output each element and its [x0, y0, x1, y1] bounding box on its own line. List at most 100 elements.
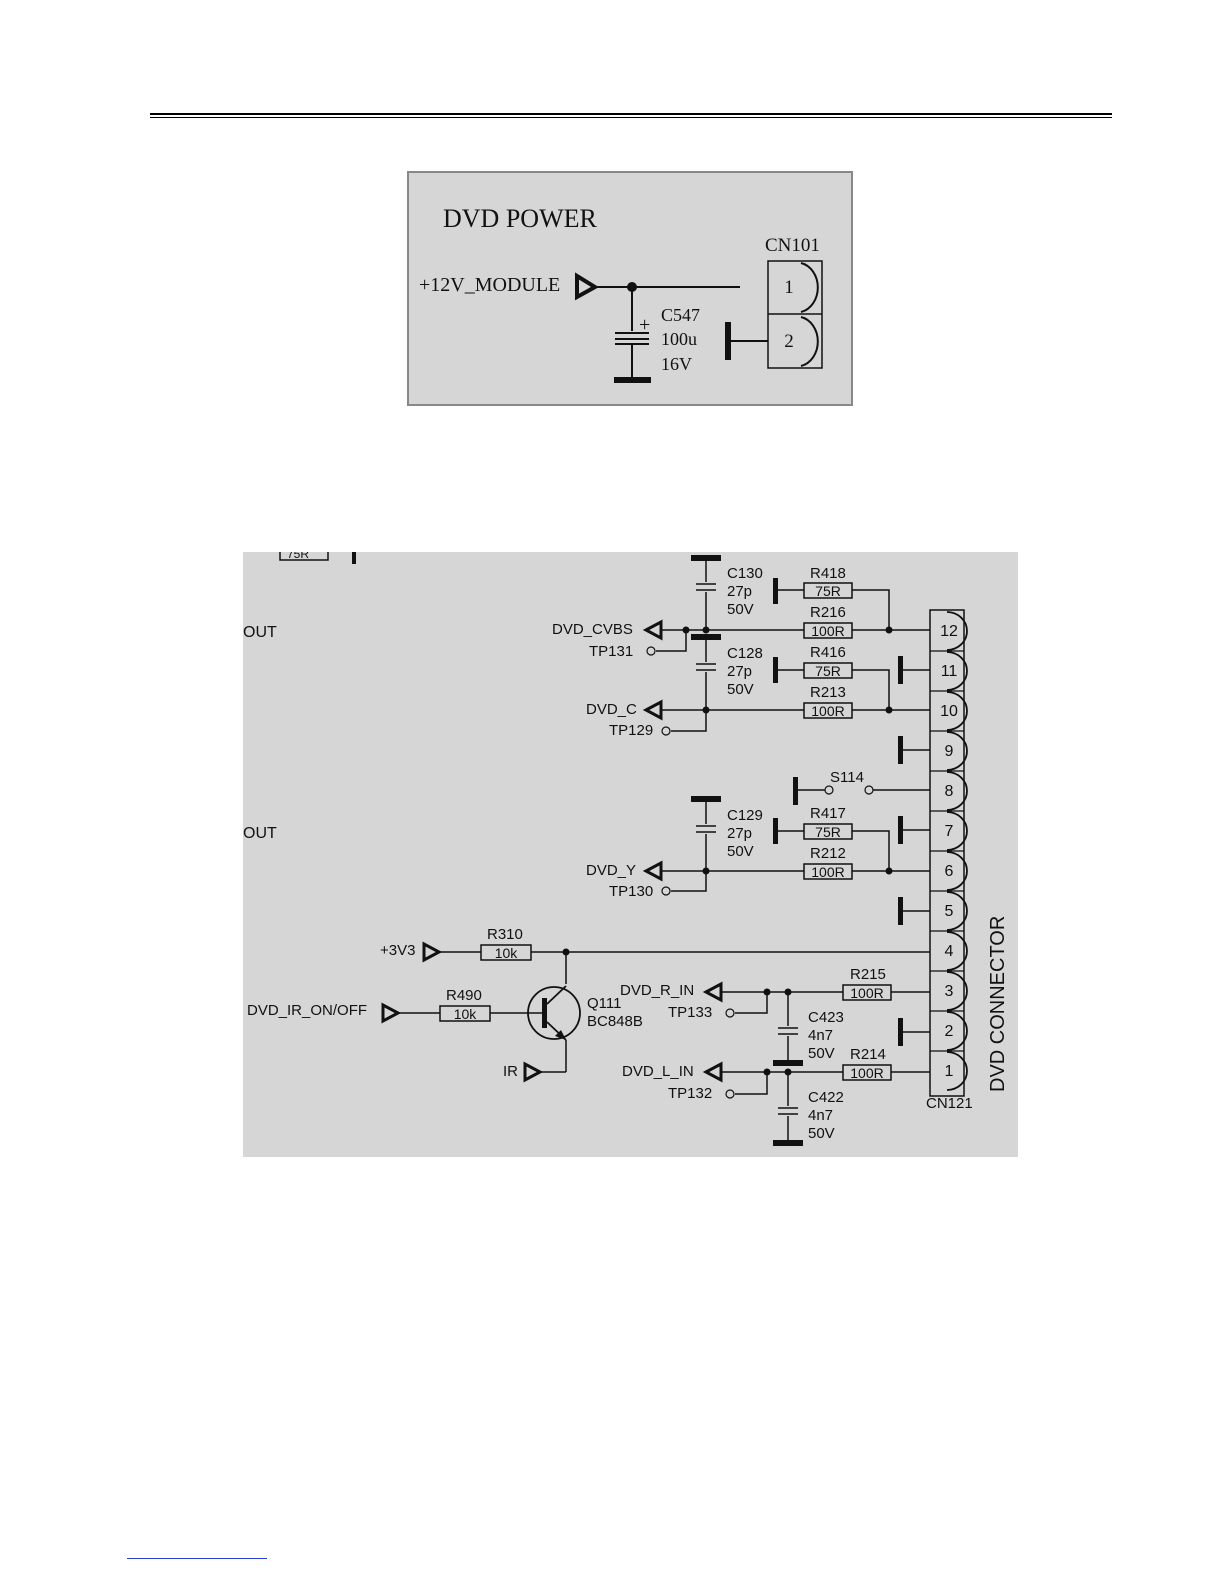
c129-ref: C129	[727, 807, 763, 824]
pin-arc	[946, 811, 968, 851]
c130-ref: C130	[727, 565, 763, 582]
c128-value: 27p	[727, 663, 752, 680]
partial-resistor-value: 75R	[287, 552, 309, 561]
r216-value: 100R	[811, 623, 844, 639]
ground-bar-icon	[898, 897, 903, 925]
cn121-pin-11: 11	[941, 663, 958, 680]
ir-label: IR	[503, 1063, 518, 1080]
tp132-label: TP132	[668, 1085, 712, 1102]
cap-voltage: 16V	[661, 354, 692, 374]
s114-ref: S114	[830, 769, 864, 786]
connector-title: DVD CONNECTOR	[987, 916, 1009, 1092]
r490-ref: R490	[446, 987, 482, 1004]
supply-label: +12V_MODULE	[419, 274, 560, 296]
header-rule	[150, 113, 1112, 115]
ground-bar-icon	[773, 818, 778, 844]
dvd-y-label: DVD_Y	[586, 862, 636, 879]
r212-value: 100R	[811, 864, 844, 880]
c128-voltage: 50V	[727, 681, 754, 698]
dvd-l-in-label: DVD_L_IN	[622, 1063, 694, 1080]
ground-bar-icon	[773, 657, 778, 683]
ground-bar-icon	[898, 816, 903, 844]
cn121-pin-7: 7	[945, 823, 954, 840]
r417-ref: R417	[810, 805, 846, 822]
tp133-label: TP133	[668, 1004, 712, 1021]
ground-bar-icon	[898, 736, 903, 764]
r416-ref: R416	[810, 644, 846, 661]
r416-value: 75R	[815, 663, 841, 679]
cn121-pins	[930, 611, 968, 1091]
c130-value: 27p	[727, 583, 752, 600]
dvd-c-label: DVD_C	[586, 701, 637, 718]
r418-ref: R418	[810, 565, 846, 582]
port-arrow-icon	[523, 1061, 544, 1083]
c422-value: 4n7	[808, 1107, 833, 1124]
pin-arc	[946, 851, 968, 891]
r417-value: 75R	[815, 824, 841, 840]
cn121-pin-9: 9	[945, 743, 954, 760]
pin-arc	[946, 891, 968, 931]
cut-label-out-1: OUT	[243, 624, 277, 641]
ground-bar-icon	[773, 1140, 803, 1146]
ground-bar-icon	[898, 656, 903, 684]
pin-arc	[946, 611, 968, 651]
tp131-label: TP131	[589, 643, 633, 660]
c423-ref: C423	[808, 1009, 844, 1026]
pin-2-label: 2	[784, 331, 794, 352]
test-point-icon	[646, 646, 656, 656]
cap-ref: C547	[661, 305, 700, 325]
c423-voltage: 50V	[808, 1045, 835, 1062]
ground-bar-icon	[898, 1018, 903, 1046]
c129-voltage: 50V	[727, 843, 754, 860]
pin-arc	[946, 651, 968, 691]
port-arrow-icon	[381, 1002, 402, 1024]
cn121-pin-8: 8	[945, 783, 954, 800]
r213-value: 100R	[811, 703, 844, 719]
cn121-pin-2: 2	[945, 1023, 954, 1040]
partial-resistor	[279, 552, 329, 561]
cap-plus-sign: +	[639, 314, 650, 336]
test-point-icon	[661, 886, 671, 896]
r310-value: 10k	[495, 945, 519, 961]
pin-arc	[946, 771, 968, 811]
ground-bar-icon	[691, 555, 721, 561]
ground-bar-icon	[793, 777, 798, 805]
pin-arc	[946, 931, 968, 971]
test-point-icon	[725, 1089, 735, 1099]
r212-ref: R212	[810, 845, 846, 862]
pin2-arc	[800, 316, 819, 367]
c128-ref: C128	[727, 645, 763, 662]
r214-value: 100R	[850, 1065, 883, 1081]
dvd-r-in-label: DVD_R_IN	[620, 982, 694, 999]
q111-part: BC848B	[587, 1013, 643, 1030]
r216-ref: R216	[810, 604, 846, 621]
pin-arc	[946, 731, 968, 771]
cn121-body	[929, 609, 965, 1097]
cn121-pin-5: 5	[945, 903, 954, 920]
c130-voltage: 50V	[727, 601, 754, 618]
r215-value: 100R	[850, 985, 883, 1001]
cap-value: 100u	[661, 329, 697, 349]
tp130-label: TP130	[609, 883, 653, 900]
pin1-arc	[800, 262, 819, 313]
pin-1-label: 1	[784, 277, 794, 298]
ground-bar-icon	[614, 377, 651, 383]
switch-contact-icon	[824, 785, 834, 795]
cn121-pin-1: 1	[945, 1063, 954, 1080]
c129-value: 27p	[727, 825, 752, 842]
r214-ref: R214	[850, 1046, 886, 1063]
ir-onoff-label: DVD_IR_ON/OFF	[247, 1002, 367, 1019]
cn121-pin-10: 10	[940, 703, 958, 720]
pin-arc	[946, 691, 968, 731]
ground-bar-icon	[352, 552, 356, 564]
dvd-power-schematic: DVD POWER +12V_MODULE + C547 100u 16V CN…	[407, 171, 853, 406]
r213-ref: R213	[810, 684, 846, 701]
cut-label-out-2: OUT	[243, 825, 277, 842]
pin-arc	[946, 971, 968, 1011]
ground-bar-icon	[691, 796, 721, 802]
ground-bar-icon	[773, 578, 778, 604]
c422-voltage: 50V	[808, 1125, 835, 1142]
ground-bar-icon	[773, 1060, 803, 1066]
test-point-icon	[725, 1008, 735, 1018]
dvd-cvbs-label: DVD_CVBS	[552, 621, 633, 638]
